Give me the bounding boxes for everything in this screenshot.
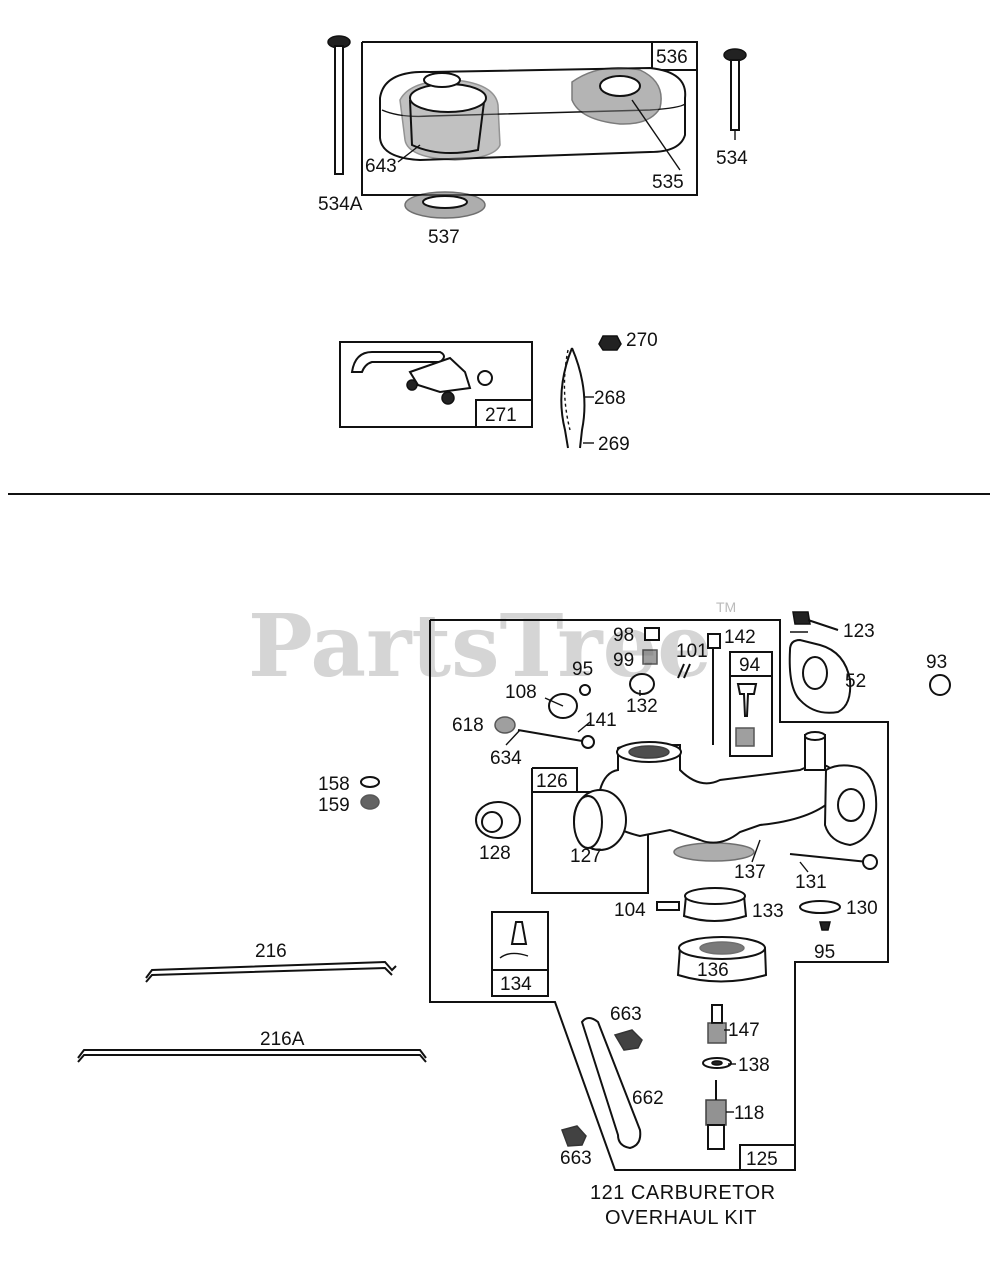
label-663-top: 663 [610, 1004, 642, 1025]
label-99: 99 [613, 650, 634, 671]
label-104: 104 [614, 900, 646, 921]
label-137: 137 [734, 862, 766, 883]
label-142: 142 [724, 627, 756, 648]
caption-line2: OVERHAUL KIT [605, 1207, 757, 1229]
label-537: 537 [428, 227, 460, 248]
label-662: 662 [632, 1088, 664, 1109]
label-536: 536 [656, 47, 688, 68]
label-134: 134 [500, 974, 532, 995]
label-534: 534 [716, 148, 748, 169]
label-216: 216 [255, 941, 287, 962]
label-141: 141 [585, 710, 617, 731]
control-bracket-group: 271 268 269 270 [339, 330, 658, 455]
label-95-top: 95 [572, 659, 593, 680]
label-128: 128 [479, 843, 511, 864]
label-95-bottom: 95 [814, 942, 835, 963]
label-534A: 534A [318, 194, 363, 215]
label-123: 123 [843, 621, 875, 642]
label-643: 643 [365, 156, 397, 177]
watermark-tm: TM [716, 599, 736, 615]
label-159: 159 [318, 795, 350, 816]
label-216A: 216A [260, 1029, 305, 1050]
label-127: 127 [570, 846, 602, 867]
air-cleaner-group: 536 643 535 534A 534 537 [318, 35, 748, 248]
label-94: 94 [739, 655, 761, 676]
label-618: 618 [452, 715, 484, 736]
label-108: 108 [505, 682, 537, 703]
carburetor-labels: 98 99 142 101 95 108 132 141 618 634 123… [255, 621, 947, 1169]
label-270: 270 [626, 330, 658, 351]
label-132: 132 [626, 696, 658, 717]
label-269: 269 [598, 434, 630, 455]
label-136: 136 [697, 960, 729, 981]
label-131: 131 [795, 872, 827, 893]
label-158: 158 [318, 774, 350, 795]
label-535: 535 [652, 172, 684, 193]
label-130: 130 [846, 898, 878, 919]
label-52: 52 [845, 671, 866, 692]
label-268: 268 [594, 388, 626, 409]
label-147: 147 [728, 1020, 760, 1041]
label-271: 271 [485, 405, 517, 426]
label-663-bottom: 663 [560, 1148, 592, 1169]
label-126: 126 [536, 771, 568, 792]
label-133: 133 [752, 901, 784, 922]
label-125: 125 [746, 1149, 778, 1170]
label-634: 634 [490, 748, 522, 769]
caption-line1: 121 CARBURETOR [590, 1182, 776, 1204]
label-98: 98 [613, 625, 634, 646]
label-93: 93 [926, 652, 947, 673]
label-138: 138 [738, 1055, 770, 1076]
label-118: 118 [734, 1103, 764, 1124]
label-101: 101 [676, 641, 708, 662]
carburetor-group: 125 94 126 134 [77, 611, 951, 1171]
